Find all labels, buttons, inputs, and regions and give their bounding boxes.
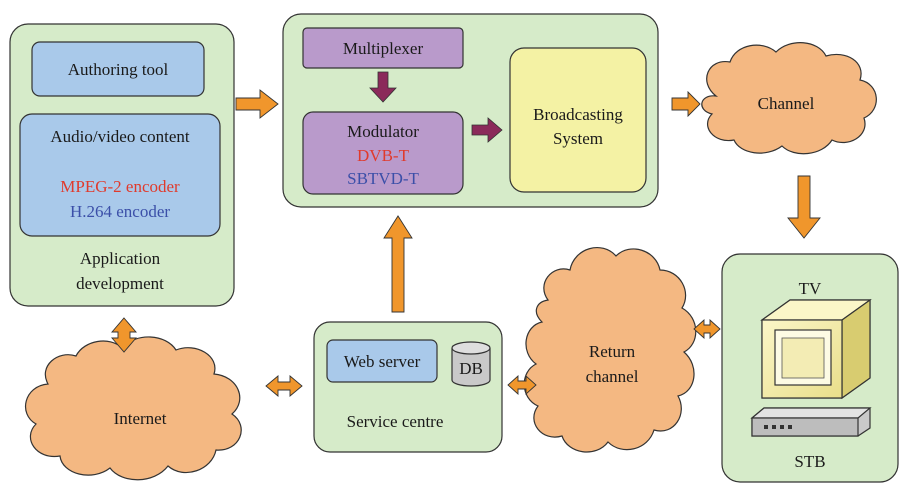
- channel-label: Channel: [758, 94, 815, 113]
- modulator-to-system-arrow: [471, 117, 503, 143]
- multiplexer-label: Multiplexer: [343, 39, 424, 58]
- db-icon: [451, 341, 491, 387]
- tv-icon: [760, 298, 872, 400]
- db-label: DB: [459, 359, 483, 378]
- return-channel-line1: Return: [589, 342, 636, 361]
- channel-cloud: Channel: [701, 42, 877, 155]
- service-to-broadcast-arrow: [383, 215, 413, 313]
- application-development-group: Authoring tool Audio/video content MPEG-…: [9, 23, 235, 307]
- application-to-broadcast-arrow: [235, 89, 279, 119]
- broadcasting-system-line2: System: [553, 129, 603, 148]
- modulator-box: [302, 111, 464, 195]
- multiplexer-to-modulator-arrow: [369, 71, 397, 103]
- av-content-label: Audio/video content: [50, 127, 190, 146]
- tv-label: TV: [799, 279, 822, 298]
- broadcast-to-channel-arrow: [671, 90, 701, 118]
- sbtvdt-label: SBTVD-T: [347, 169, 419, 188]
- return-receiver-arrow: [693, 318, 721, 340]
- broadcasting-system-box: [509, 47, 647, 193]
- multiplexer-box: [302, 27, 464, 69]
- service-centre-group: Web server DB Service centre: [313, 321, 503, 453]
- broadcast-group: Multiplexer Modulator DVB-T SBTVD-T Broa…: [282, 13, 659, 208]
- application-label-line1: Application: [80, 249, 161, 268]
- receiver-group: TV STB: [721, 253, 899, 483]
- return-channel-cloud: Return channel: [523, 247, 697, 453]
- dvbt-label: DVB-T: [357, 146, 410, 165]
- broadcasting-system-line1: Broadcasting: [533, 105, 623, 124]
- service-return-arrow: [507, 374, 537, 396]
- authoring-tool-box: [31, 41, 205, 97]
- stb-icon: [750, 407, 872, 437]
- h264-encoder-label: H.264 encoder: [70, 202, 170, 221]
- channel-to-receiver-arrow: [787, 175, 821, 239]
- internet-label: Internet: [114, 409, 167, 428]
- internet-cloud: Internet: [25, 336, 242, 481]
- mpeg2-encoder-label: MPEG-2 encoder: [60, 177, 180, 196]
- web-server-box: [326, 339, 438, 383]
- application-internet-arrow: [111, 317, 137, 353]
- web-server-label: Web server: [344, 352, 421, 371]
- application-label-line2: development: [76, 274, 164, 293]
- internet-service-arrow: [265, 375, 303, 397]
- return-channel-line2: channel: [586, 367, 639, 386]
- stb-label: STB: [794, 452, 825, 471]
- orange-arrows: [111, 89, 821, 397]
- modulator-label: Modulator: [347, 122, 419, 141]
- av-content-box: [19, 113, 221, 237]
- service-centre-label: Service centre: [347, 412, 444, 431]
- authoring-tool-label: Authoring tool: [68, 60, 169, 79]
